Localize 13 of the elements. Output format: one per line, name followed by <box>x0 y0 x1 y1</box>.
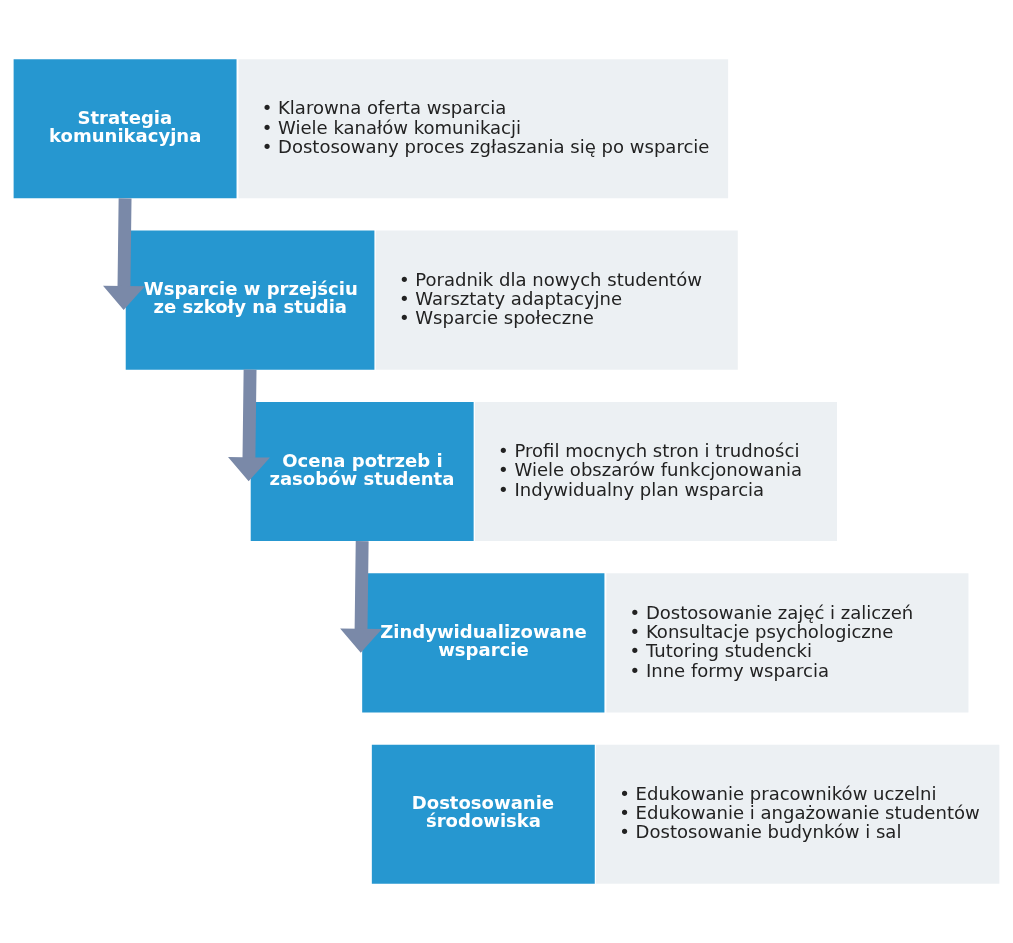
arrow <box>340 541 383 653</box>
node-box: Zindywidualizowane wsparcie <box>362 573 605 713</box>
node-box: Ocena potrzeb i zasobów studenta <box>250 401 474 542</box>
arrow <box>228 369 270 482</box>
node-box: • Klarowna oferta wsparcia • Wiele kanałów komunikacji • Dostosowany proces zgłaszania się po wsparcie <box>238 59 729 199</box>
node-box: • Poradnik dla nowych studentów • Warsztaty adaptacyjne • Wsparcie społeczne <box>375 230 738 370</box>
node-box: • Edukowanie pracowników uczelni • Edukowanie i angażowanie studentów • Dostosowanie budynków i sal <box>596 744 1000 884</box>
arrow <box>103 198 145 310</box>
node-box: Dostosowanie środowiska <box>371 744 595 884</box>
node-box: Strategia komunikacyjna <box>13 59 237 199</box>
node-box: • Dostosowanie zajęć i zaliczeń • Konsultacje psychologiczne • Tutoring studencki • Inne formy wsparcia <box>606 573 969 713</box>
node-box: • Profil mocnych stron i trudności • Wiele obszarów funkcjonowania • Indywidualny plan wsparcia <box>474 401 837 542</box>
node-box: Wsparcie w przejściu ze szkoły na studia <box>125 230 375 370</box>
